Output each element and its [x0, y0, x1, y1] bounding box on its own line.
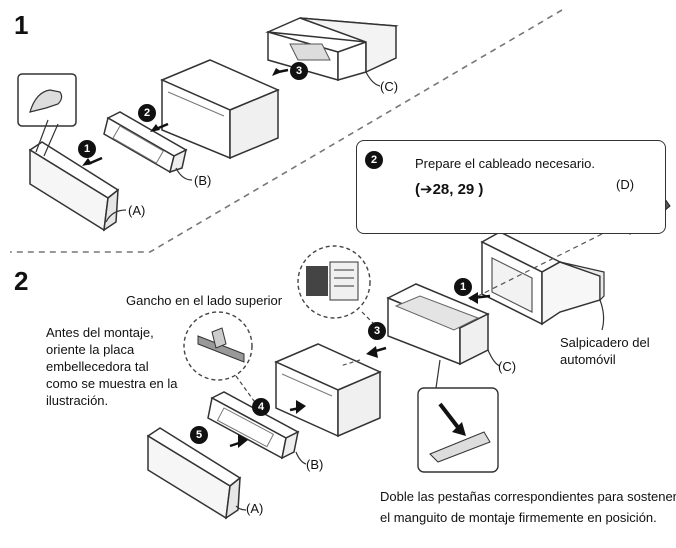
wiring-detail: [297, 245, 385, 335]
badge-s2-5: 5: [190, 426, 208, 444]
before-mounting-line: como se muestra en la: [46, 376, 178, 391]
before-mounting-note: Antes del montaje, oriente la placa embe…: [46, 324, 178, 409]
callout-line-2: (➔28, 29 ): [415, 181, 484, 198]
step-number-1: 1: [14, 10, 29, 40]
dashboard-line: automóvil: [560, 352, 616, 367]
hook-detail: [183, 311, 263, 413]
trim-plate-step1: [103, 111, 188, 174]
label-s1-a: (A): [128, 203, 146, 218]
step2-leaders: [235, 191, 629, 511]
label-s2-a: (A): [246, 501, 264, 516]
bend-tabs-line: Doble las pestañas correspondientes para…: [380, 489, 676, 504]
wiring-callout: 2 Prepare el cableado necesario. (➔28, 2…: [356, 140, 666, 234]
mounting-sleeve-step1: [265, 17, 399, 81]
dashboard-line: Salpicadero del: [560, 335, 650, 350]
divider-line: [10, 9, 563, 253]
callout-line-1: Prepare el cableado necesario.: [415, 156, 595, 171]
dashboard-note: Salpicadero del automóvil: [560, 334, 650, 368]
badge-s2-1: 1: [454, 278, 472, 296]
step-number-2: 2: [14, 266, 29, 296]
label-s2-b: (B): [306, 457, 324, 472]
release-button-detail: [17, 73, 77, 157]
label-s2-d: (D): [616, 177, 635, 192]
step2-arrows: [229, 292, 491, 448]
badge-s1-3: 3: [290, 62, 308, 80]
before-mounting-line: Antes del montaje,: [46, 325, 154, 340]
head-unit-step2: [274, 343, 382, 438]
callout-badge: 2: [365, 151, 383, 169]
before-mounting-line: ilustración.: [46, 393, 109, 408]
label-s2-c: (C): [498, 359, 517, 374]
faceplate-step2: [146, 427, 242, 520]
bend-tab-detail: [417, 359, 499, 473]
before-mounting-line: embellecedora tal: [46, 359, 149, 374]
label-s1-c: (C): [380, 79, 399, 94]
faceplate-step1: [28, 141, 120, 232]
hook-note: Gancho en el lado superior: [126, 293, 283, 308]
badge-s1-2: 2: [138, 104, 156, 122]
mounting-sleeve-step2: [386, 283, 490, 366]
dashboard-frame: [480, 231, 605, 326]
step1-leaders: [105, 71, 381, 223]
connector-guide: [469, 229, 611, 301]
badge-s2-3: 3: [368, 322, 386, 340]
badge-s1-1: 1: [78, 140, 96, 158]
head-unit-step1: [160, 59, 280, 160]
label-s1-b: (B): [194, 173, 212, 188]
bend-tabs-note: Doble las pestañas correspondientes para…: [380, 488, 676, 526]
before-mounting-line: oriente la placa: [46, 342, 135, 357]
badge-s2-4: 4: [252, 398, 270, 416]
trim-plate-step2: [207, 391, 300, 460]
bend-tabs-line: el manguito de montaje firmemente en pos…: [380, 510, 657, 525]
step1-arrows: [82, 68, 289, 166]
